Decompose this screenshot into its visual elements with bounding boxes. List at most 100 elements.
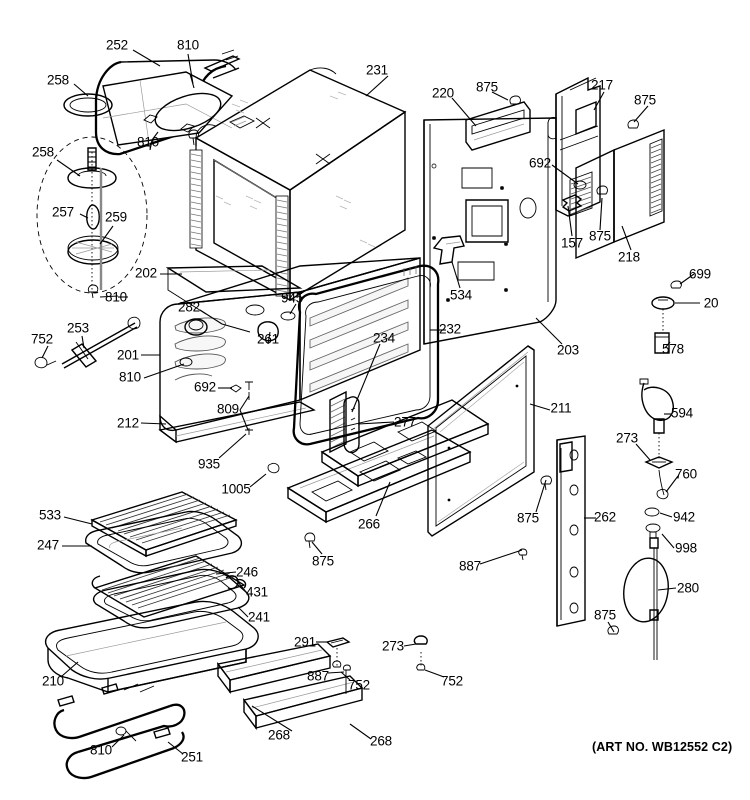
callout-875-screw: 875	[589, 228, 611, 244]
part-810-screw-liner	[179, 357, 193, 367]
callout-998-terminal: 998	[675, 540, 697, 556]
part-211-door-frame	[427, 345, 552, 537]
callout-533-broiler-grid: 533	[39, 507, 61, 523]
part-253-latch-rod	[34, 316, 141, 369]
callout-259-fan-blade: 259	[105, 209, 127, 225]
part-258-detail-bubble	[36, 136, 148, 299]
callout-211-door-inner-frame: 211	[550, 400, 572, 416]
part-247-broiler-pan	[85, 510, 243, 574]
part-533-broiler-grid	[90, 491, 238, 558]
callout-212-bottom-trim: 212	[117, 415, 139, 431]
part-692-nut	[229, 384, 242, 393]
callout-280-wire-harness-loop: 280	[677, 580, 699, 596]
part-273-clip-bottom	[413, 635, 428, 671]
insulation-edge-left	[189, 149, 203, 249]
part-201-oven-liner	[158, 257, 421, 454]
callout-692-nut: 692	[194, 379, 216, 395]
part-1005-screw	[267, 462, 280, 474]
part-262-hinge-bracket	[518, 435, 619, 635]
callout-253-latch-rod: 253	[67, 320, 89, 336]
callout-578-capacitor: 578	[662, 341, 684, 357]
callout-809-pin: 809	[217, 401, 239, 417]
part-203-side-panel	[423, 101, 557, 345]
callout-935-clip: 935	[198, 456, 220, 472]
part-217-control-bracket	[547, 76, 601, 217]
part-241-rack-lower	[92, 568, 250, 629]
part-810-screw-top	[188, 129, 199, 146]
part-810-screw-shaft	[87, 284, 99, 299]
callout-291-clip: 291	[294, 634, 316, 650]
part-875-screw-base	[304, 532, 316, 549]
part-875-screw-door	[540, 475, 552, 491]
callout-232-door-gasket: 232	[439, 321, 461, 337]
part-809-pin	[245, 381, 253, 400]
part-258-ring	[63, 93, 113, 117]
part-210-bottom-liner	[44, 600, 259, 693]
callout-692-nut: 692	[529, 155, 551, 171]
part-217-connector	[569, 171, 593, 217]
callout-241-oven-rack-lower: 241	[248, 609, 270, 625]
callout-257-fan-shaft: 257	[52, 204, 74, 220]
part-218-control-board	[509, 95, 665, 260]
callout-810-screw: 810	[119, 369, 141, 385]
callout-201-oven-liner: 201	[117, 347, 139, 363]
callout-202-oven-liner-top: 202	[135, 265, 157, 281]
part-887-screw-mid	[518, 548, 528, 561]
callout-942-washer: 942	[673, 509, 695, 525]
callout-760-screw: 760	[675, 466, 697, 482]
callout-258-grommet-ring: 258	[47, 72, 69, 88]
callout-231-oven-insulation-wrap: 231	[366, 62, 388, 78]
callout-887-screw: 887	[459, 558, 481, 574]
callout-217-control-mounting-bracket: 217	[591, 77, 613, 93]
insulation-edge-mid	[275, 195, 289, 297]
callout-268-trim-rail: 268	[268, 727, 290, 743]
callout-273-terminal-block: 273	[382, 638, 404, 654]
callout-234-latch-assembly: 234	[373, 330, 395, 346]
callout-699-screw: 699	[689, 266, 711, 282]
callout-875-screw: 875	[476, 79, 498, 95]
callout-210-oven-bottom-liner: 210	[42, 673, 64, 689]
part-887-screw-bottom	[342, 664, 351, 694]
callout-266-bottom-panel: 266	[358, 516, 380, 532]
part-273-terminal-top	[644, 456, 674, 469]
art-number-label: (ART NO. WB12552 C2)	[592, 740, 733, 754]
callout-1005-screw: 1005	[221, 481, 251, 497]
callout-945-light-receptacle: 945	[281, 290, 303, 306]
part-251-bake-element	[53, 683, 186, 780]
part-692-nut-board	[573, 180, 587, 190]
callout-875-screw: 875	[594, 607, 616, 623]
callout-220-vent-trim: 220	[432, 85, 454, 101]
callout-261-oven-light-lens: 261	[257, 331, 279, 347]
callout-810-screw: 810	[177, 37, 199, 53]
part-20-thermostat-clip	[651, 280, 682, 354]
callout-431-rack-stop: 431	[246, 584, 268, 600]
part-234-latch	[329, 390, 360, 454]
part-810-screws-element	[115, 726, 137, 742]
callout-246-oven-rack-upper: 246	[236, 564, 258, 580]
callout-752-screw: 752	[348, 677, 370, 693]
part-998-terminal	[645, 523, 661, 539]
part-942-washer	[644, 507, 660, 517]
callout-277-door-latch-switch: 277	[394, 414, 416, 430]
part-157-clip	[561, 194, 583, 212]
part-261-light-lens	[257, 321, 279, 342]
part-760-screw	[656, 488, 669, 500]
part-280-wire-loop	[623, 557, 669, 623]
part-752-screw-left	[34, 356, 57, 369]
callout-875-screw: 875	[517, 510, 539, 526]
callout-273-terminal-block: 273	[616, 430, 638, 446]
callout-252-bake-element-top-bracket: 252	[106, 37, 128, 53]
part-218-pin-header	[649, 138, 663, 217]
part-875-screws-board	[509, 95, 639, 195]
callout-20-thermostat-bulb-clip: 20	[703, 295, 719, 311]
callout-251-bake-element: 251	[181, 749, 203, 765]
part-534-bracket	[432, 235, 465, 265]
part-594-sensor-probe	[623, 378, 674, 660]
callout-258-fan-assembly-detail: 258	[32, 144, 54, 160]
callout-810-screw: 810	[137, 134, 159, 150]
part-252-bracket	[94, 49, 241, 156]
part-291-clip	[325, 637, 351, 668]
part-945-receptacle	[245, 304, 296, 321]
